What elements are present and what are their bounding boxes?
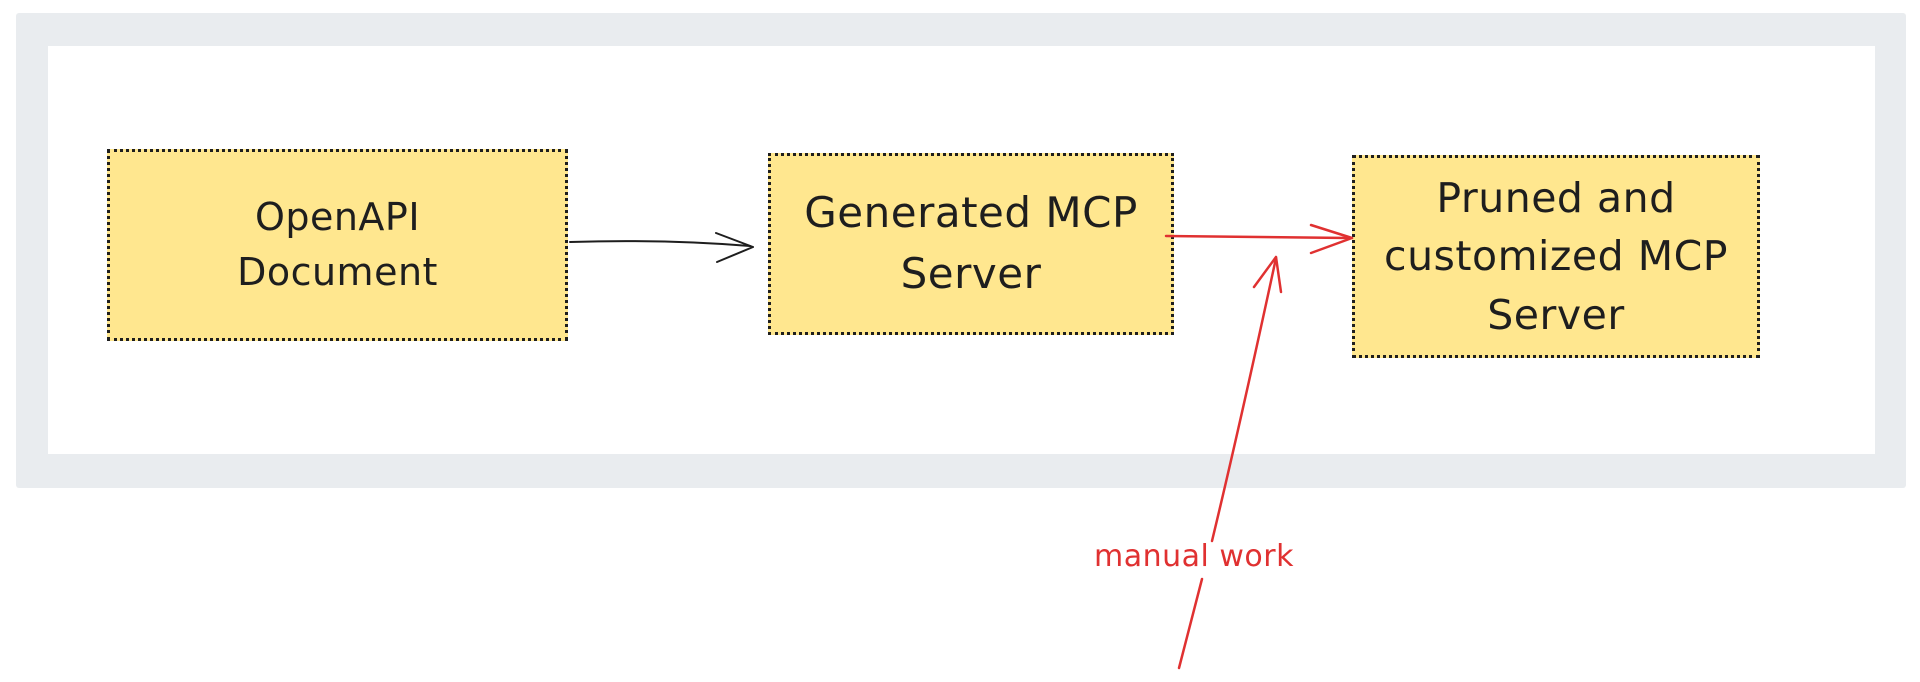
node-label-line: Generated MCP (804, 188, 1138, 238)
node-label-line: customized MCP (1384, 232, 1728, 281)
node-label-line: OpenAPI (254, 194, 421, 239)
node-generated-mcp-server: Generated MCP Server (768, 153, 1174, 335)
node-label-line: Pruned and (1436, 174, 1676, 223)
node-label-line: Server (900, 249, 1042, 298)
node-label-line: Document (237, 250, 438, 294)
manual-work-label: manual work (1094, 539, 1294, 574)
node-openapi-document: OpenAPI Document (107, 149, 568, 341)
node-pruned-customized-mcp-server: Pruned and customized MCP Server (1352, 155, 1760, 358)
node-label-line: Server (1487, 290, 1625, 339)
